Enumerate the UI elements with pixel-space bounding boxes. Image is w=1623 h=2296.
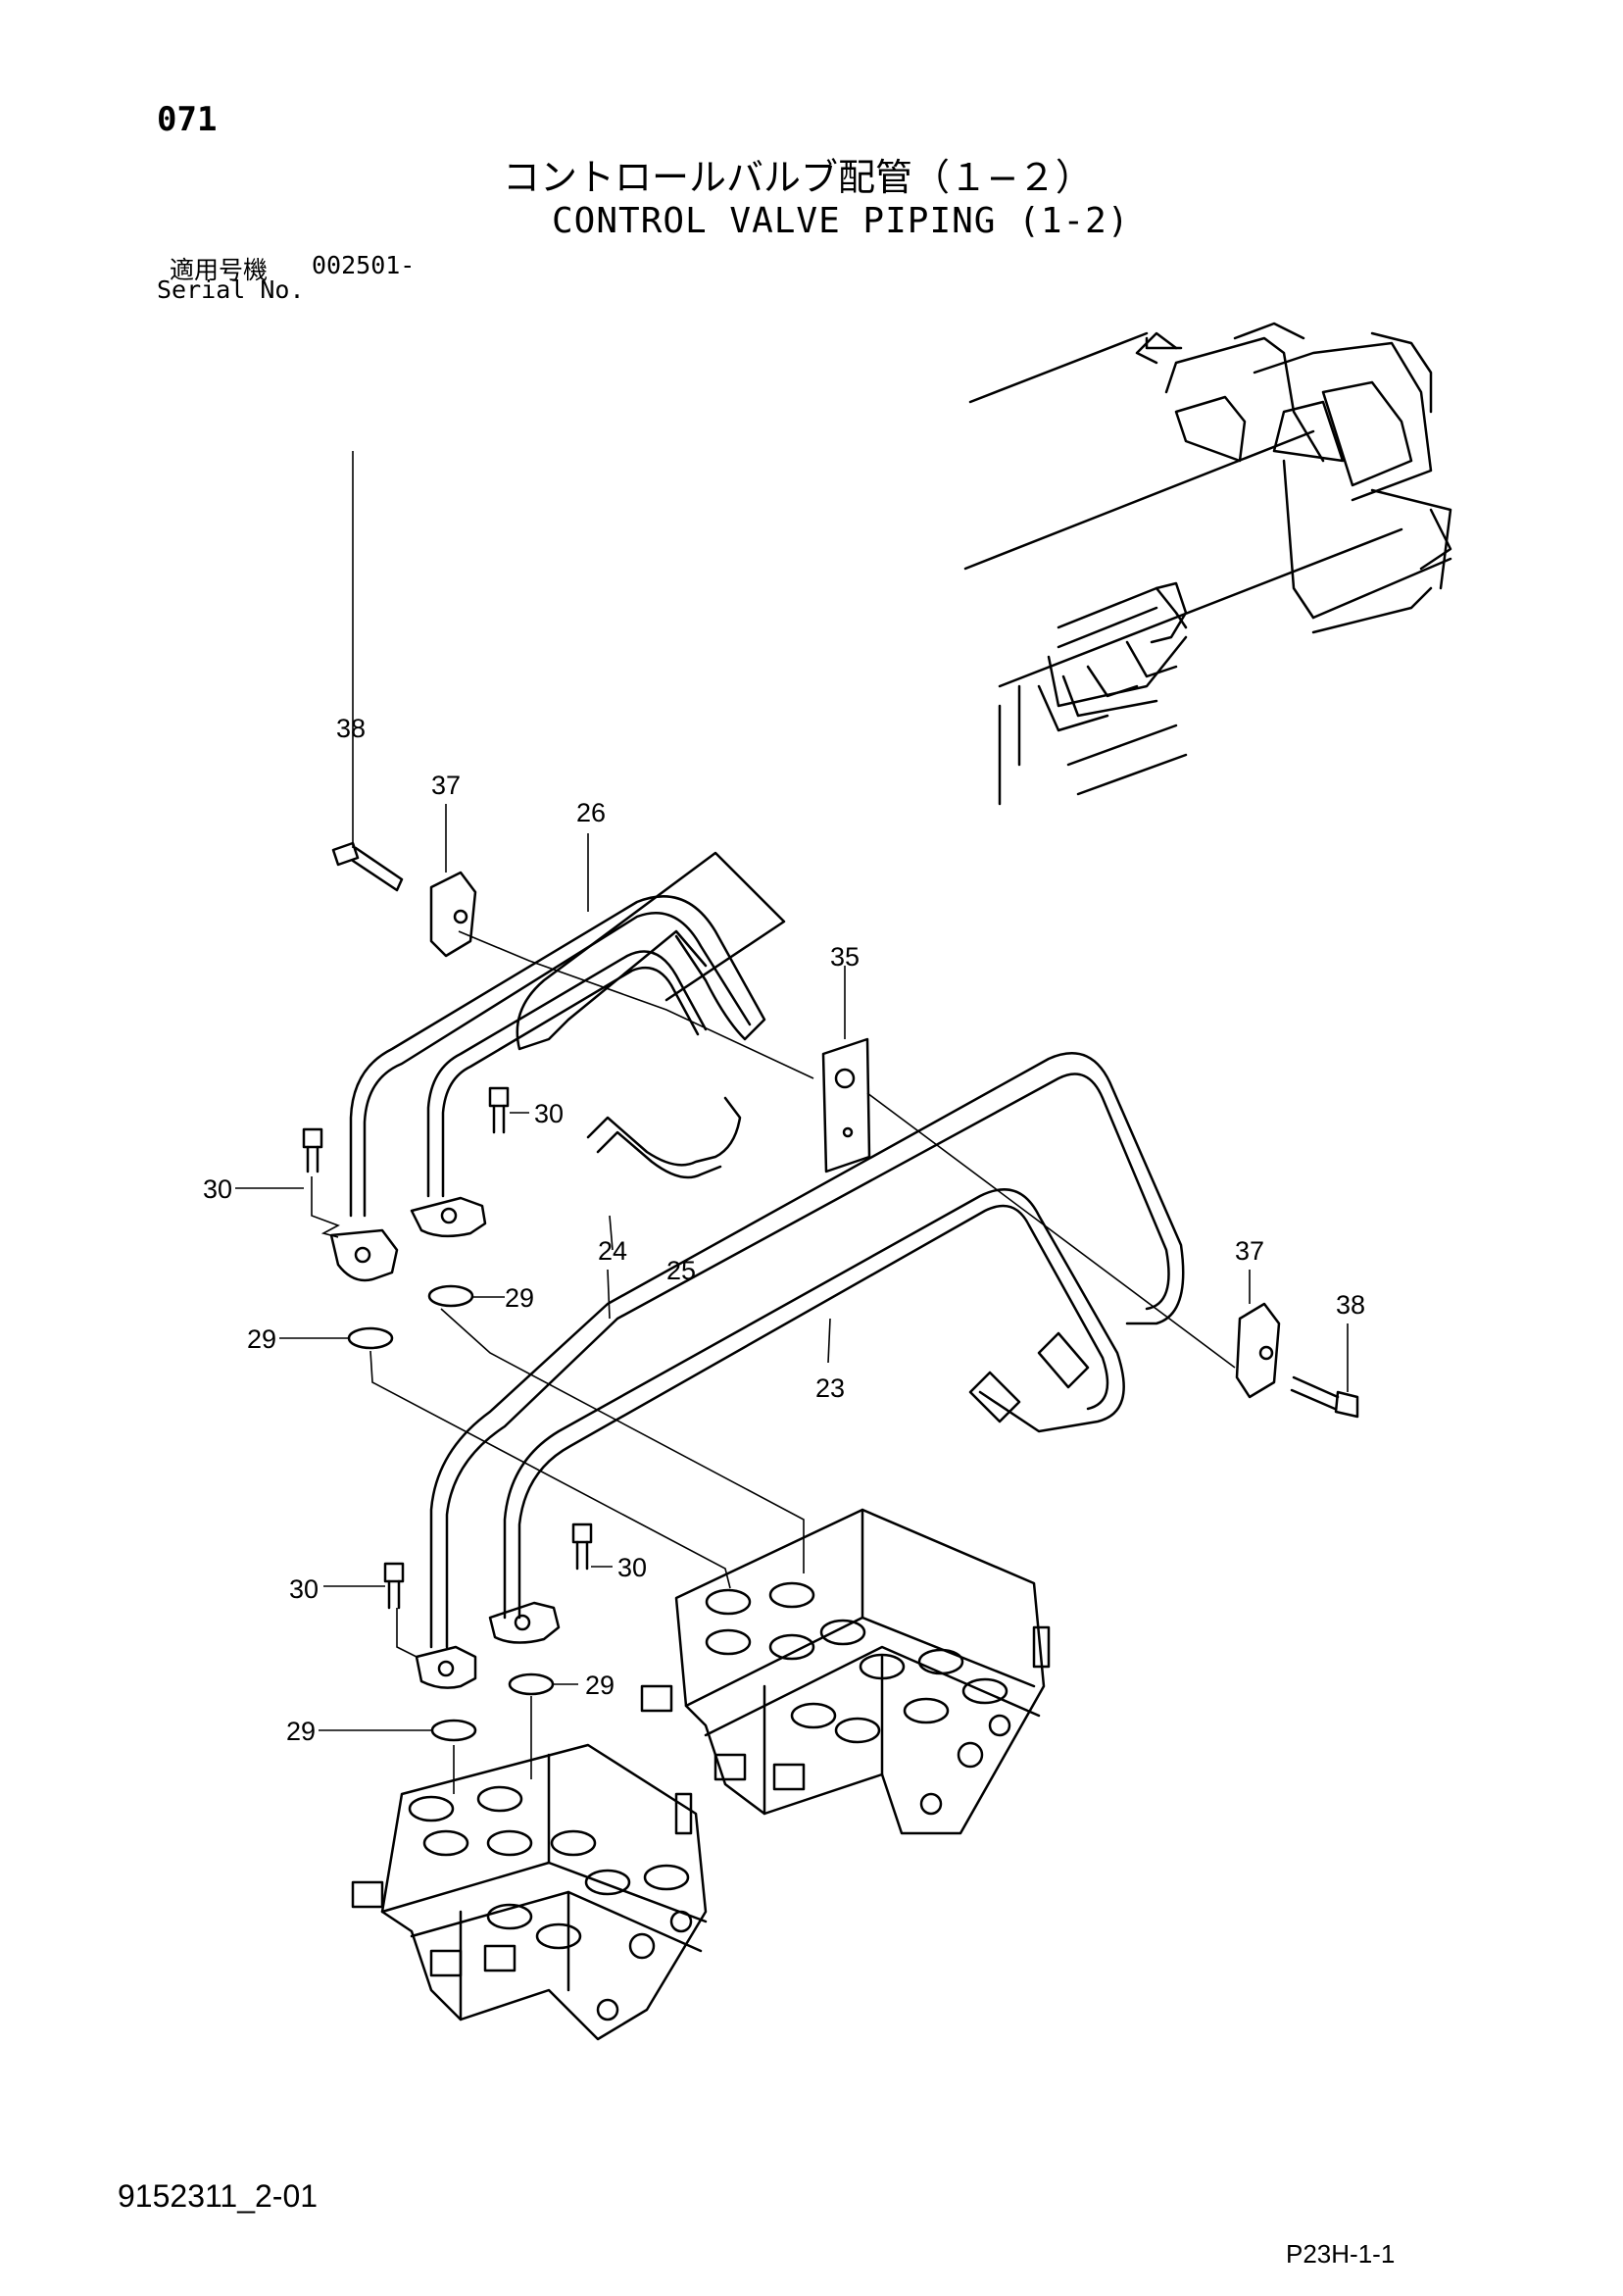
o-ring-29-d [430,1719,477,1742]
document-code: 9152311_2-01 [118,2178,319,2214]
callout-29: 29 [505,1283,534,1313]
callout-26: 26 [576,798,606,827]
pipe-23 [503,1188,1125,1620]
serial-value: 002501- [312,251,416,279]
callout-35: 35 [830,942,860,972]
bolt-30-d [571,1522,593,1571]
flange-lower-left [415,1645,477,1689]
clamp-37-upper [429,871,477,958]
flange-upper-left [329,1228,399,1282]
callout-38: 38 [1336,1290,1365,1320]
bolt-30-c [383,1562,405,1610]
leader-lines [235,451,1349,1794]
callout-29: 29 [286,1717,316,1746]
callout-30: 30 [289,1574,319,1604]
callout-38: 38 [336,714,366,743]
callout-29: 29 [585,1671,615,1700]
serial-label-english: Serial No. [157,275,305,304]
control-valve-left [351,1743,708,2041]
bolt-38-upper [331,841,404,892]
clamp-37-right [1235,1302,1281,1399]
sheet-code: P23H-1-1 [1286,2239,1396,2269]
callout-29: 29 [247,1324,276,1354]
callout-30: 30 [534,1099,564,1128]
callout-37: 37 [431,771,461,800]
bolt-30-b [488,1086,510,1134]
title-japanese: コントロールバルブ配管（１−２） [503,156,1093,199]
flange-upper-middle [410,1196,487,1238]
plate-35 [821,1037,871,1173]
o-ring-29-c [508,1672,555,1696]
flange-lower-middle [488,1601,561,1644]
callout-25: 25 [666,1256,696,1285]
pipe-24 [429,1052,1185,1649]
callout-24: 24 [598,1236,627,1266]
callout-30: 30 [617,1553,647,1582]
page-number: 071 [157,100,218,139]
title-english: CONTROL VALVE PIPING (1-2) [552,201,1130,241]
callout-30: 30 [203,1174,232,1204]
serial-label-japanese: 適用号機 [170,256,269,284]
control-valve-right [640,1508,1051,1835]
pipe-25 [426,950,742,1198]
callout-23: 23 [815,1373,845,1403]
bolt-38-right [1290,1375,1359,1419]
bolt-30-a [302,1127,323,1173]
o-ring-29-b [347,1326,394,1350]
o-ring-29-a [427,1284,474,1308]
pipe-26 [349,851,786,1218]
callout-37: 37 [1235,1236,1264,1266]
machine-body-illustration [963,322,1452,806]
